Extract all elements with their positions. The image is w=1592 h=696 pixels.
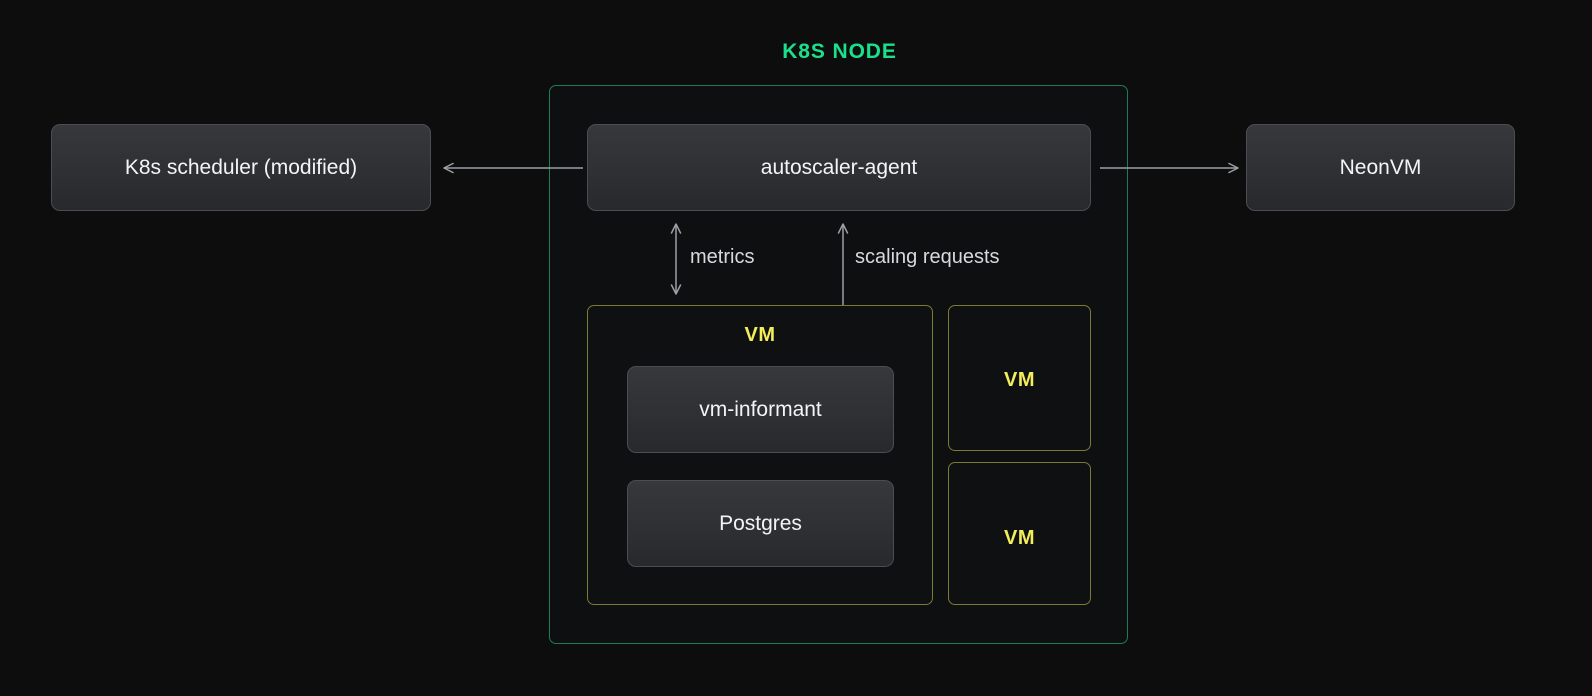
autoscaler-agent-box[interactable]: autoscaler-agent [587,124,1091,211]
scaling-requests-label: scaling requests [855,246,1000,268]
k8s-scheduler-box[interactable]: K8s scheduler (modified) [51,124,431,211]
vm-label-second: VM [1004,369,1035,391]
k8s-node-title: K8S NODE [782,40,897,63]
vm-informant-box[interactable]: vm-informant [627,366,894,453]
neonvm-box[interactable]: NeonVM [1246,124,1515,211]
vm-label-main: VM [744,324,776,346]
vm-label-third: VM [1004,527,1035,549]
vm-box-second[interactable] [948,305,1091,451]
vm-box-third[interactable] [948,462,1091,605]
metrics-label: metrics [690,246,755,268]
postgres-box[interactable]: Postgres [627,480,894,567]
